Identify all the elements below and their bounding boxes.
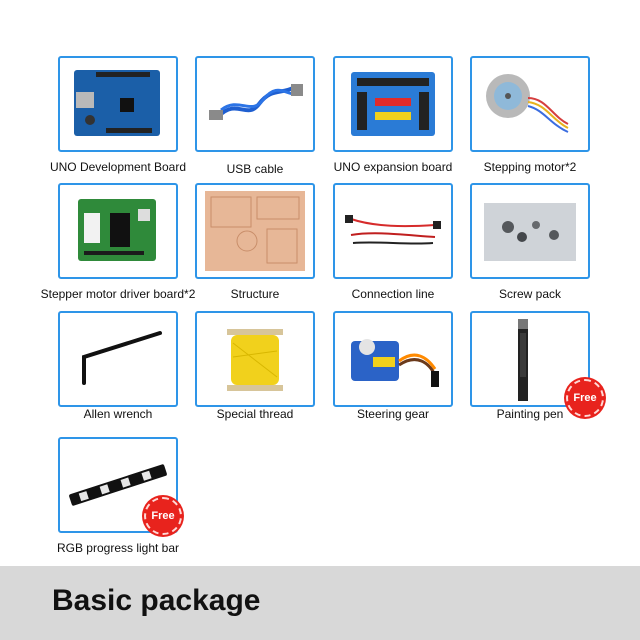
component-label: UNO Development Board	[49, 160, 187, 174]
component-connection-line: Connection line	[333, 183, 453, 301]
rgb-light-bar-icon	[69, 464, 167, 506]
screw-pack-icon	[484, 203, 576, 261]
footer-banner: Basic package	[0, 566, 640, 640]
component-card	[195, 183, 315, 279]
component-steering-gear: Steering gear	[333, 311, 453, 421]
usb-cable-icon	[209, 84, 303, 120]
free-badge: Free	[144, 497, 182, 535]
component-allen-wrench: Allen wrench	[58, 311, 178, 421]
component-card	[470, 56, 590, 152]
component-card	[470, 183, 590, 279]
allen-wrench-icon	[82, 331, 162, 385]
component-card	[333, 183, 453, 279]
component-rgb-light-bar: RGB progress light bar Free	[57, 437, 182, 555]
component-driver-board: Stepper motor driver board*2	[41, 183, 195, 301]
thread-spool-icon	[227, 329, 283, 391]
free-badge: Free	[566, 379, 604, 417]
component-label: Special thread	[216, 407, 294, 421]
pen-icon	[518, 319, 528, 401]
component-label: Stepping motor*2	[483, 160, 577, 174]
jumper-wires-icon	[345, 215, 441, 245]
component-card	[58, 56, 178, 152]
component-card	[58, 183, 178, 279]
component-special-thread: Special thread	[195, 311, 315, 421]
component-label: UNO expansion board	[333, 160, 453, 174]
component-label: Steering gear	[356, 407, 430, 421]
driver-board-icon	[78, 199, 156, 261]
component-label: Screw pack	[498, 287, 562, 301]
component-expansion-board: UNO expansion board	[333, 56, 453, 174]
component-card	[333, 56, 453, 152]
package-title: Basic package	[52, 584, 261, 617]
component-label: RGB progress light bar	[56, 541, 180, 555]
component-stepping-motor: Stepping motor*2	[470, 56, 590, 174]
component-label: Structure	[230, 287, 280, 301]
expansion-board-icon	[351, 72, 435, 136]
component-painting-pen: Painting pen Free	[470, 311, 604, 421]
component-card	[333, 311, 453, 407]
stepper-motor-icon	[486, 74, 569, 133]
component-label: Allen wrench	[83, 407, 153, 421]
component-label: Connection line	[351, 287, 435, 301]
component-label: Painting pen	[496, 407, 564, 421]
component-label: Stepper motor driver board*2	[40, 287, 196, 301]
component-label: USB cable	[226, 162, 284, 176]
component-structure: Structure	[195, 183, 315, 301]
component-screw-pack: Screw pack	[470, 183, 590, 301]
component-card	[195, 56, 315, 152]
component-card	[195, 311, 315, 407]
component-uno-board: UNO Development Board	[50, 56, 186, 174]
structure-panel-icon	[205, 191, 305, 271]
servo-icon	[351, 339, 439, 387]
component-usb-cable: USB cable	[195, 56, 315, 176]
component-card	[58, 311, 178, 407]
uno-board-icon	[74, 70, 160, 136]
